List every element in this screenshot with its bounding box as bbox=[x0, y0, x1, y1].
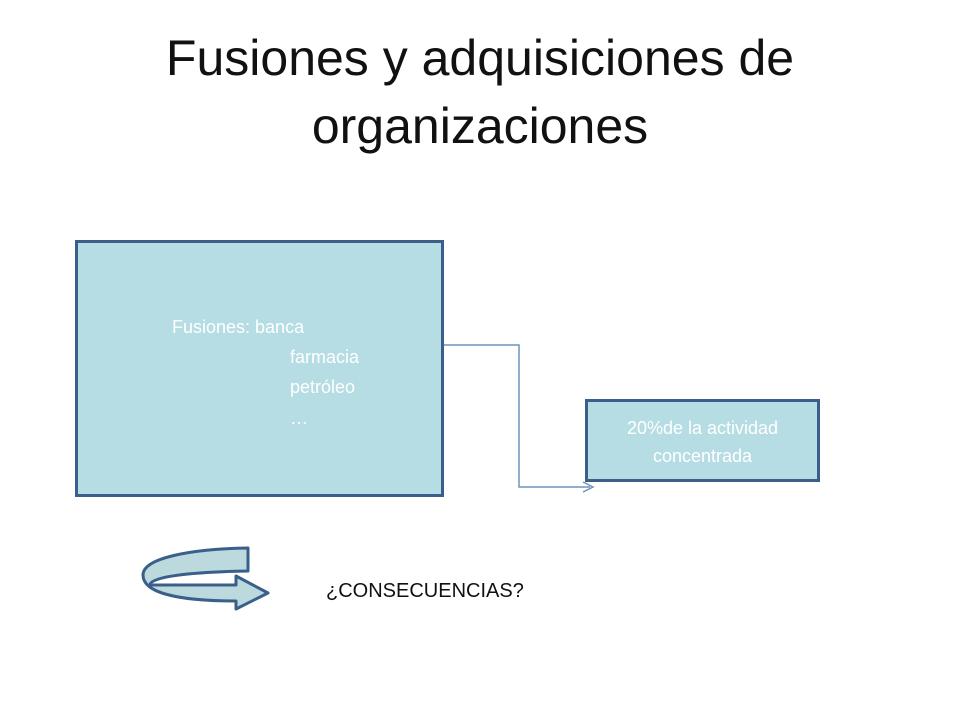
concentration-box: 20%de la actividad concentrada bbox=[585, 399, 820, 482]
mergers-box-line-3: petróleo bbox=[290, 377, 356, 397]
concentration-box-line-2: concentrada bbox=[652, 446, 753, 466]
concentration-box-line-1: 20%de la actividad bbox=[626, 418, 779, 438]
mergers-box-line-1: Fusiones: banca bbox=[172, 317, 305, 337]
slide-title-line-1: Fusiones y adquisiciones de bbox=[165, 30, 795, 86]
curved-arrow-fold bbox=[149, 570, 249, 586]
slide-title-line-2: organizaciones bbox=[311, 98, 649, 154]
mergers-box: Fusiones: banca farmacia petróleo … bbox=[75, 240, 444, 497]
consequences-question: ¿CONSECUENCIAS? bbox=[326, 580, 524, 602]
mergers-box-line-2: farmacia bbox=[290, 347, 360, 367]
mergers-box-line-4: … bbox=[290, 408, 308, 428]
elbow-connector bbox=[443, 344, 590, 488]
connector-arrowhead bbox=[582, 481, 595, 493]
